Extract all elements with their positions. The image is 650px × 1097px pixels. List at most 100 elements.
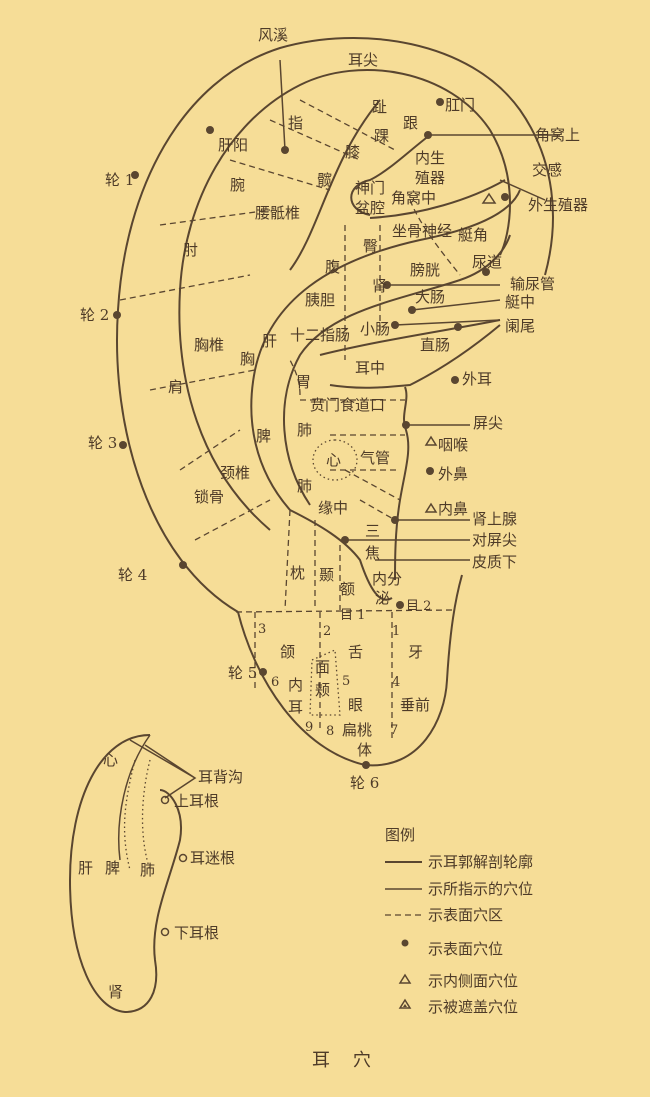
label: 指	[288, 114, 303, 132]
crus	[289, 99, 381, 271]
label: 角窝中	[391, 189, 436, 207]
legend-item: 示被遮盖穴位	[428, 998, 518, 1016]
label: 3	[258, 622, 266, 637]
label: 心	[103, 751, 118, 769]
label: 盆腔	[355, 199, 385, 217]
label: 轮 6	[350, 774, 379, 792]
label: 2	[323, 624, 331, 639]
label: 神门	[355, 179, 385, 197]
label: 6	[271, 675, 279, 690]
label: 殖器	[415, 169, 445, 187]
label: 踝	[374, 127, 389, 145]
label: 内分	[372, 570, 402, 588]
antitragus	[289, 509, 393, 601]
helix-inner	[178, 69, 511, 531]
label: 胸椎	[194, 336, 224, 354]
label: 颞	[319, 566, 334, 584]
label: 目 2	[406, 599, 431, 614]
legend-item: 示所指示的穴位	[428, 880, 533, 898]
label: 肛门	[445, 96, 475, 114]
label: 风溪	[258, 26, 288, 44]
label: 肝	[262, 332, 277, 350]
label: 舌	[348, 643, 363, 661]
label: 7	[390, 723, 398, 738]
caption: 耳 穴	[312, 1050, 371, 1071]
label: 皮质下	[472, 553, 517, 571]
label: 腹	[325, 258, 340, 276]
label: 阑尾	[505, 317, 535, 335]
label: 耳尖	[348, 51, 378, 69]
label: 内生	[415, 149, 445, 167]
label: 体	[357, 741, 372, 759]
label: 颌	[280, 643, 295, 661]
front-labels: 风溪 耳尖 肛门 角窝上 交感 外生殖器 轮 1 轮 2 轮 3 轮 4 轮 5…	[80, 26, 588, 792]
triangular-fossa	[350, 134, 431, 216]
label: 1	[392, 624, 400, 639]
label: 耳中	[355, 359, 385, 377]
helix-outline	[116, 37, 554, 613]
label: 交感	[532, 161, 562, 179]
concha-line	[329, 324, 501, 389]
legend-item: 示内侧面穴位	[428, 972, 518, 990]
label: 内鼻	[438, 500, 468, 518]
label: 胸	[240, 350, 255, 368]
label: 胃	[296, 373, 311, 391]
label: 9	[305, 720, 313, 735]
label: 轮 1	[105, 171, 134, 189]
label: 耳	[288, 698, 303, 716]
label: 角窝上	[535, 126, 580, 144]
legend-title: 图例	[385, 826, 415, 844]
label: 腰骶椎	[255, 204, 300, 222]
label: 上耳根	[174, 792, 219, 810]
label: 扁桃	[342, 721, 372, 739]
label: 外耳	[462, 370, 492, 388]
label: 外鼻	[438, 465, 468, 483]
label: 尿道	[472, 253, 502, 271]
label: 艇角	[458, 226, 488, 244]
label: 脾	[105, 859, 120, 877]
label: 锁骨	[194, 488, 224, 506]
label: 轮 5	[228, 664, 257, 682]
label: 膝	[345, 143, 360, 161]
label: 贲门食道口	[310, 396, 385, 414]
label: 肺	[297, 421, 312, 439]
label: 十二指肠	[290, 326, 350, 344]
label: 牙	[408, 643, 423, 661]
label: 小肠	[360, 320, 390, 338]
label: 输尿管	[510, 275, 555, 293]
label: 屏尖	[473, 414, 503, 432]
label: 8	[326, 724, 334, 739]
label: 焦	[365, 544, 380, 562]
label: 颊	[315, 681, 330, 699]
label: 轮 3	[88, 434, 117, 452]
antihelix	[250, 189, 521, 511]
fossa-bottom	[369, 179, 506, 219]
cymba	[319, 319, 501, 356]
label: 三	[365, 522, 380, 540]
lobe	[237, 574, 463, 767]
label: 轮 2	[80, 306, 109, 324]
label: 咽喉	[438, 436, 468, 454]
legend-item: 示耳郭解剖轮廓	[428, 853, 533, 871]
label: 气管	[360, 449, 390, 467]
label: 4	[392, 675, 400, 690]
label: 耳背沟	[198, 768, 243, 786]
legend-item: 示表面穴位	[428, 940, 503, 958]
label: 对屏尖	[472, 531, 517, 549]
label: 额	[340, 580, 355, 598]
label: 坐骨神经	[392, 222, 452, 240]
label: 肺	[140, 861, 155, 879]
label: 脾	[256, 427, 271, 445]
label: 直肠	[420, 336, 450, 354]
ear-back-diagram: 心 耳背沟 上耳根 肝 脾 肺 耳迷根 下耳根 肾	[68, 734, 243, 1014]
label: 枕	[290, 564, 305, 582]
label: 肾上腺	[472, 510, 517, 528]
label: 内	[288, 676, 303, 694]
label: 垂前	[400, 696, 430, 714]
label: 腕	[230, 176, 245, 194]
legend-item: 示表面穴区	[428, 906, 503, 924]
label: 膀胱	[410, 261, 440, 279]
label: 跟	[403, 114, 418, 132]
